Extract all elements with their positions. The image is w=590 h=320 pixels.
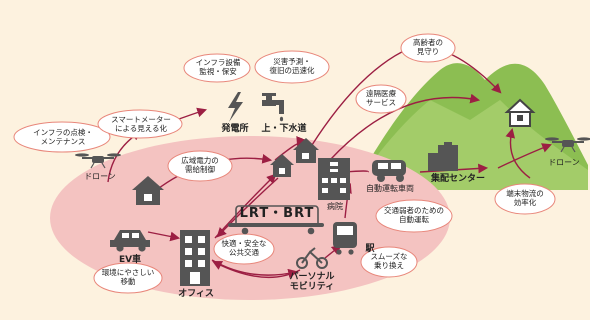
arrow [147,231,181,242]
lightning-icon [228,92,243,122]
house-icon [504,98,536,127]
label-mobility-weak: 交通弱者のための 自動運転 [378,206,450,224]
house-icon [293,138,319,163]
autonomous-vehicle-icon [372,160,406,182]
label-line: インフラ設備 [195,58,241,67]
bubble-elderly [400,33,456,63]
drone-icon [75,153,121,169]
label-line: 交通弱者のための [384,206,444,215]
bubble-mobility-weak [375,199,453,233]
label-autonomous: 自動運転車両 [366,184,414,193]
label-safe-transit: 快適・安全な 公共交通 [216,239,272,257]
label-infra-equip: インフラ設備 監視・保安 [186,58,250,76]
icons [75,92,590,286]
label-line: 広域電力の [181,156,219,165]
hospital-icon [318,158,350,200]
green-hills [355,63,588,190]
label-smart-meter: スマートメーター による見える化 [100,115,182,133]
label-line: 監視・保安 [199,66,237,76]
label-line: スムーズな [370,252,408,261]
house-icon [132,176,164,205]
bubble-infra-equip [183,53,251,83]
label-personal-mobility: パーソナル モビリティ [278,272,346,293]
label-line: 自動運転 [399,214,429,224]
tram-icon [228,205,324,235]
label-line: 復旧の迅速化 [269,65,315,75]
label-line: モビリティ [289,282,335,293]
label-ev: EV車 [118,255,142,265]
label-lrt: LRT・BRT [239,206,315,221]
label-line: 移動 [120,276,136,286]
label-line: スマートメーター [111,115,171,124]
ev-car-icon [110,230,150,252]
drone-icon [545,137,590,153]
arrow [216,177,279,238]
arrow [505,127,531,179]
label-disaster: 災害予測・ 復旧の迅速化 [256,57,328,75]
label-line: 高齢者の [413,38,443,47]
label-station: 駅 [365,244,375,254]
label-line: による見える化 [114,123,168,133]
label-line: 乗り換え [374,260,404,270]
faucet-icon [262,93,284,122]
label-drone-right: ドローン [548,158,580,167]
label-line: 需給制御 [185,164,215,174]
bubble-disaster [254,50,330,84]
bubble-smart-meter [97,109,183,139]
label-last-mile: 端末物流の 効率化 [497,189,553,207]
station-icon [333,222,357,255]
label-infra-inspect: インフラの点検・ メンテナンス [17,128,109,146]
label-wide-power: 広域電力の 需給制御 [170,156,230,174]
label-line: パーソナル [289,272,335,282]
label-water: 上・下水道 [261,124,307,134]
label-line: 効率化 [513,197,537,207]
label-office: オフィス [178,289,214,299]
bubble-remote-med [355,84,407,114]
house-icon [270,154,294,177]
label-line: 見守り [416,46,440,56]
label-line: 災害予測・ [273,57,311,66]
label-smooth-transfer: スムーズな 乗り換え [363,252,415,270]
label-power-plant: 発電所 [221,124,249,134]
label-line: 環境にやさしい [101,268,155,277]
label-line: メンテナンス [40,136,86,146]
bubble-infra-inspect [13,121,111,153]
label-drone-left: ドローン [84,172,116,181]
bubble-smooth-transfer [360,246,418,278]
arrow [212,261,301,279]
arrow [497,143,552,169]
delivery-center-icon [428,142,458,171]
arrow [329,93,481,161]
label-elderly: 高齢者の 見守り [403,38,453,56]
personal-mobility-icon [296,247,328,269]
bubble-last-mile [494,183,556,215]
label-line: インフラの点検・ [33,128,93,137]
label-line: 端末物流の [506,189,544,198]
bubble-wide-power [167,150,233,182]
label-line: 公共交通 [229,247,259,257]
label-hospital: 病院 [327,202,343,211]
label-line: 快適・安全な [221,239,267,248]
office-building-icon [180,230,210,286]
label-line: サービス [366,97,396,107]
label-remote-med: 遠隔医療 サービス [356,89,406,107]
arrows [107,46,552,279]
bubbles [13,33,556,294]
label-delivery-center: 集配センター [430,174,485,184]
label-eco-move: 環境にやさしい 移動 [96,268,160,286]
label-line: 遠隔医療 [366,89,396,98]
bubble-eco-move [93,262,163,294]
